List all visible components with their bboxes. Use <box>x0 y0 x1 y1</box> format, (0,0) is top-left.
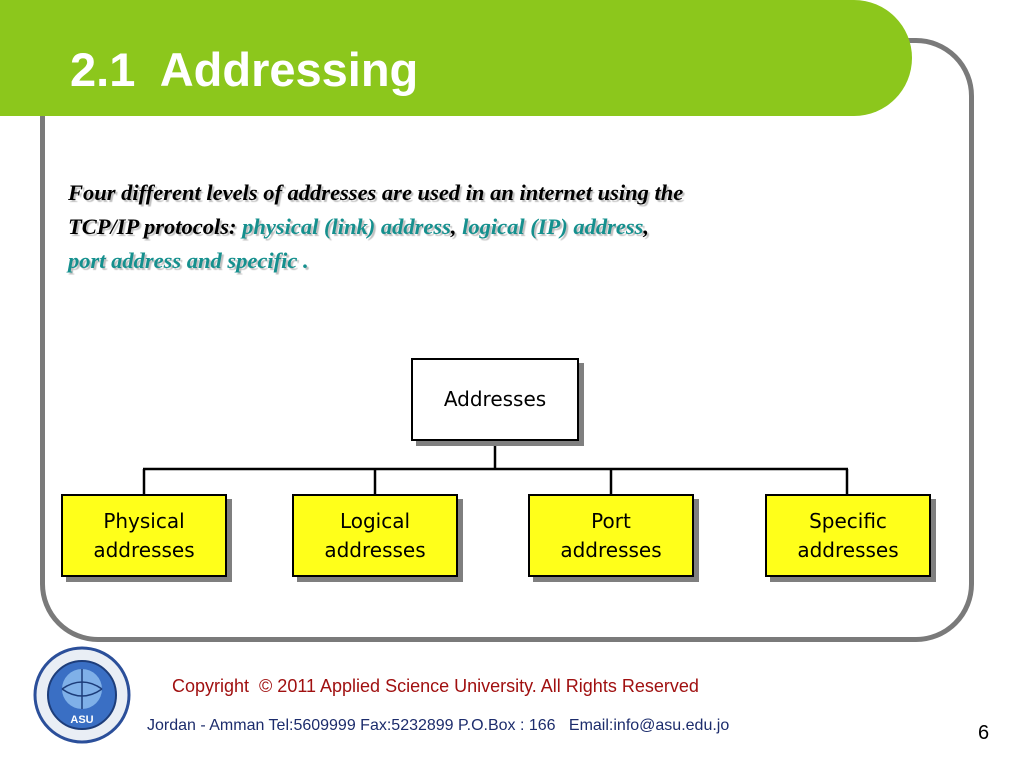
intro-end: . <box>297 248 309 273</box>
leaf-label-line2: addresses <box>324 537 426 562</box>
intro-paragraph: Four different levels of addresses are u… <box>68 176 868 278</box>
leaf-label-line1: Physical <box>103 508 185 533</box>
physical-address-term: physical (link) address <box>242 214 451 239</box>
logo-text: ASU <box>70 714 93 726</box>
intro-line-1: Four different levels of addresses are u… <box>68 180 684 205</box>
logical-address-term: logical (IP) address <box>462 214 644 239</box>
leaf-label-line1: Port <box>591 508 631 533</box>
root-label: Addresses <box>443 387 547 411</box>
leaf-label-line2: addresses <box>560 537 662 562</box>
leaf-label-line1: Specific <box>809 508 887 533</box>
physical-addresses-box: Physical addresses <box>61 494 227 577</box>
port-addresses-box: Port addresses <box>528 494 694 577</box>
leaf-label-line2: addresses <box>797 537 899 562</box>
copyright-notice: Copyright © 2011 Applied Science Univers… <box>172 676 699 696</box>
leaf-label-line1: Logical <box>339 508 411 533</box>
leaf-label-line2: addresses <box>93 537 195 562</box>
university-logo: ASU <box>33 646 131 744</box>
contact-info: Jordan - Amman Tel:5609999 Fax:5232899 P… <box>147 717 730 734</box>
logical-addresses-box: Logical addresses <box>292 494 458 577</box>
addresses-root-box: Addresses <box>411 358 579 441</box>
intro-comma-1: , <box>450 214 457 239</box>
specific-addresses-box: Specific addresses <box>765 494 931 577</box>
intro-line-2-prefix: TCP/IP protocols: <box>68 214 243 239</box>
slide-title: 2.1 Addressing <box>70 43 419 96</box>
title-bar <box>0 0 912 116</box>
port-specific-term: port address and specific <box>68 248 298 273</box>
page-number: 6 <box>978 722 990 744</box>
intro-comma-2: , <box>643 214 650 239</box>
